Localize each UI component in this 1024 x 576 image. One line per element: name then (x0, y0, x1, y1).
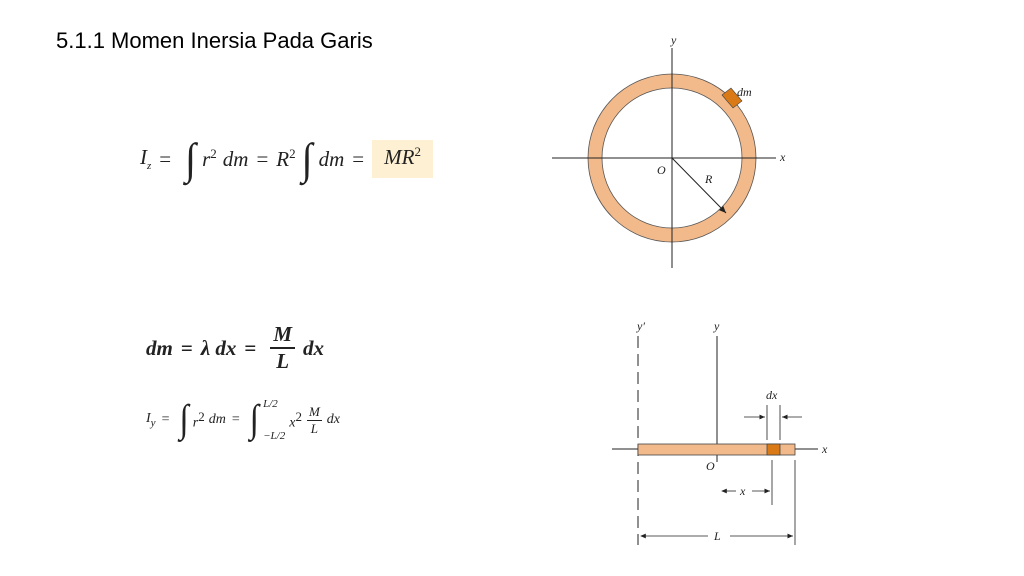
eq2-lhs: dm (146, 335, 173, 360)
m-over-l-fraction: M L (306, 403, 322, 436)
rod-x-label: x (821, 442, 828, 456)
eq1-dm: dm (222, 146, 249, 171)
rod (637, 443, 796, 456)
ring-origin-label: O (657, 163, 666, 177)
integral-sign: ∫ (185, 133, 197, 184)
eq3-x2: x2 (289, 408, 302, 431)
eq1-equals: = (159, 146, 172, 171)
eq3-lhs: Iy (146, 411, 156, 429)
eq2-equals: = (180, 335, 193, 360)
eq1-R2: R2 (276, 146, 296, 171)
ring-x-label: x (779, 150, 786, 164)
mass-element (721, 87, 743, 109)
eq3-r2: r2 (192, 408, 205, 431)
eq3-equals-2: = (231, 412, 240, 427)
ring-radius-label: R (704, 172, 713, 186)
eq1-r2: r2 (202, 146, 217, 171)
slide-title: 5.1.1 Momen Inersia Pada Garis (56, 28, 373, 53)
rod-inertia-equation: Iy = ∫ r2 dm = ∫ L/2 −L/2 x2 M L dx (146, 398, 340, 442)
rod-diagram: y′ y x O dx x L (612, 319, 828, 545)
eq1-equals-3: = (352, 146, 365, 171)
rod-x-distance-label: x (739, 484, 746, 498)
rod-y-prime-label: y′ (636, 319, 645, 333)
radius-arrow (671, 157, 727, 214)
rod-dx-label: dx (766, 388, 778, 402)
rod-length-label: L (713, 529, 721, 543)
ring-dm-label: dm (737, 85, 752, 99)
eq2-dx: dx (303, 335, 325, 360)
eq2-lambda-dx: λ dx (200, 335, 237, 360)
eq3-equals: = (161, 412, 170, 427)
eq3-dx: dx (326, 412, 340, 427)
eq1-dm-2: dm (318, 146, 345, 171)
eq1-lhs: Iz (140, 145, 152, 173)
rod-y-label: y (713, 319, 720, 333)
rod-origin-label: O (706, 459, 715, 473)
integral-limits: L/2 −L/2 (263, 398, 286, 442)
eq1-equals-2: = (256, 146, 269, 171)
m-over-l-fraction: M L (270, 322, 296, 374)
ring-y-label: y (670, 33, 677, 47)
ring-inertia-equation: Iz = ∫ r2 dm = R2 ∫ dm = MR2 (140, 133, 433, 184)
rod-mass-element (766, 443, 781, 456)
eq3-dm: dm (208, 412, 226, 427)
integral-sign: ∫ (249, 398, 260, 441)
eq2-equals-2: = (244, 335, 257, 360)
highlighted-result: MR2 (372, 140, 433, 178)
mass-element-equation: dm = λ dx = M L dx (146, 322, 324, 374)
integral-sign: ∫ (179, 398, 189, 441)
integral-sign: ∫ (301, 133, 313, 184)
ring-diagram: y x O R dm (552, 33, 786, 268)
